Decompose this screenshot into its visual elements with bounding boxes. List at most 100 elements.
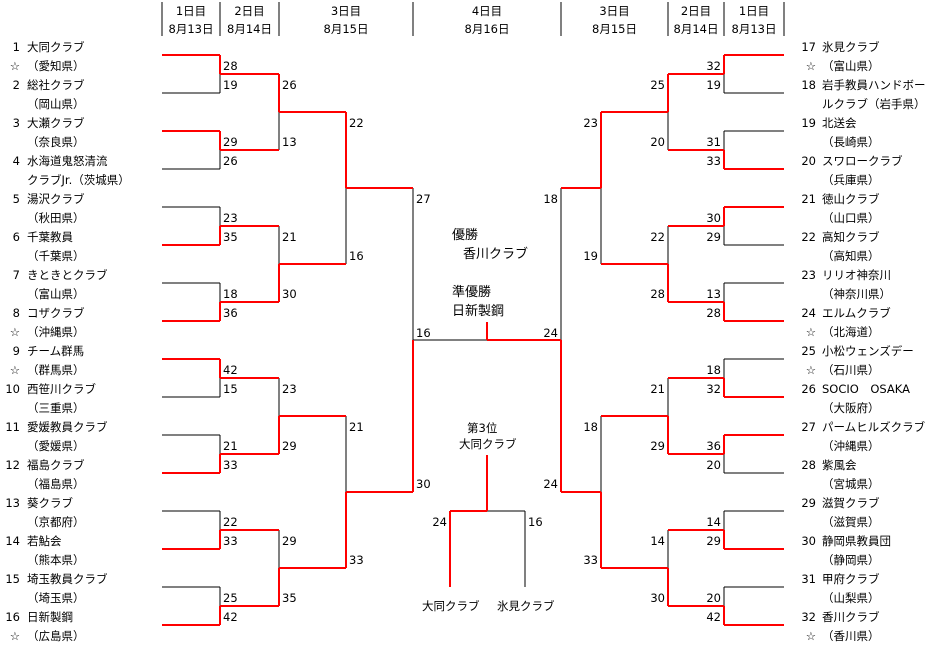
team-number: 27 xyxy=(801,420,816,434)
winner-lines xyxy=(162,54,784,626)
team-number: 12 xyxy=(5,458,20,472)
team-name: 福島クラブ xyxy=(27,458,85,472)
score-label: 29 xyxy=(282,439,297,453)
team-number: 9 xyxy=(12,344,20,358)
score-label: 20 xyxy=(650,135,665,149)
score-label: 33 xyxy=(223,458,238,472)
team-number: 31 xyxy=(801,572,816,586)
team-number: 22 xyxy=(801,230,816,244)
score-label: 16 xyxy=(528,515,543,529)
score-label: 33 xyxy=(349,553,364,567)
score-label: 29 xyxy=(706,534,721,548)
team-name: 小松ウェンズデー xyxy=(822,344,914,358)
team-number: 30 xyxy=(801,534,816,548)
score-label: 20 xyxy=(706,591,721,605)
team-name: スワロークラブ xyxy=(822,154,903,168)
team-prefecture: （熊本県） xyxy=(27,553,85,567)
team-name: パームヒルズクラブ xyxy=(822,420,926,434)
team-number: 21 xyxy=(801,192,816,206)
team-name: 大同クラブ xyxy=(27,40,85,54)
date-label: 8月14日 xyxy=(673,22,719,36)
score-label: 29 xyxy=(223,135,238,149)
day-label: 4日目 xyxy=(471,4,503,18)
day-label: 3日目 xyxy=(330,4,362,18)
score-label: 30 xyxy=(650,591,665,605)
champion-label: 優勝 xyxy=(452,228,479,243)
team-number: 26 xyxy=(801,382,816,396)
date-label: 8月13日 xyxy=(168,22,214,36)
team-number: 13 xyxy=(5,496,20,510)
score-label: 25 xyxy=(650,78,665,92)
score-label: 16 xyxy=(416,326,431,340)
team-number: 2 xyxy=(12,78,20,92)
score-label: 21 xyxy=(282,230,297,244)
day-label: 3日目 xyxy=(599,4,630,18)
team-number: 14 xyxy=(5,534,20,548)
score-label: 26 xyxy=(282,78,297,92)
team-prefecture: （三重県） xyxy=(27,401,85,415)
score-label: 42 xyxy=(223,610,238,624)
score-label: 21 xyxy=(650,382,665,396)
date-label: 8月13日 xyxy=(731,22,777,36)
team-prefecture: （京都府） xyxy=(27,515,85,529)
seed-star-icon: ☆ xyxy=(9,629,20,643)
team-name: 香川クラブ xyxy=(822,610,880,624)
team-name: 滋賀クラブ xyxy=(822,496,880,510)
team-prefecture: （岡山県） xyxy=(27,97,85,111)
day-label: 2日目 xyxy=(234,4,265,18)
team-number: 19 xyxy=(801,116,816,130)
score-label: 32 xyxy=(706,59,721,73)
team-name: 総社クラブ xyxy=(27,78,85,92)
team-name: 大瀬クラブ xyxy=(27,116,85,130)
team-name: 氷見クラブ xyxy=(822,40,880,54)
score-label: 28 xyxy=(650,287,665,301)
score-label: 35 xyxy=(223,230,238,244)
score-label: 30 xyxy=(416,477,431,491)
team-prefecture: ルクラブ（岩手県） xyxy=(822,97,926,111)
seed-star-icon: ☆ xyxy=(9,325,20,339)
score-label: 18 xyxy=(706,363,721,377)
team-number: 29 xyxy=(801,496,816,510)
team-prefecture: （香川県） xyxy=(822,629,880,643)
day-label: 1日目 xyxy=(738,4,770,18)
team-number: 18 xyxy=(801,78,816,92)
third-place-team-b: 氷見クラブ xyxy=(497,599,555,613)
team-number: 17 xyxy=(801,40,816,54)
team-name: コザクラブ xyxy=(27,306,85,320)
third-place-label: 第3位 xyxy=(467,421,498,435)
score-label: 26 xyxy=(223,154,238,168)
seed-star-icon: ☆ xyxy=(9,59,20,73)
team-prefecture: （神奈川県） xyxy=(822,287,891,301)
score-label: 13 xyxy=(282,135,297,149)
score-label: 24 xyxy=(543,477,558,491)
score-label: 29 xyxy=(282,534,297,548)
seed-star-icon: ☆ xyxy=(805,325,816,339)
team-name: 愛媛教員クラブ xyxy=(27,420,108,434)
day-label: 1日目 xyxy=(175,4,207,18)
score-label: 35 xyxy=(282,591,297,605)
score-label: 28 xyxy=(223,59,238,73)
score-label: 20 xyxy=(706,458,721,472)
score-label: 23 xyxy=(223,211,238,225)
team-prefecture: （宮城県） xyxy=(822,477,880,491)
team-number: 5 xyxy=(12,192,20,206)
team-name: 埼玉教員クラブ xyxy=(27,572,108,586)
team-name: 北送会 xyxy=(822,116,857,130)
team-prefecture: （滋賀県） xyxy=(822,515,880,529)
team-name: 岩手教員ハンドボー xyxy=(822,78,926,92)
team-prefecture: （千葉県） xyxy=(27,249,85,263)
team-prefecture: （兵庫県） xyxy=(822,173,880,187)
team-number: 16 xyxy=(5,610,20,624)
team-name: 徳山クラブ xyxy=(822,192,880,206)
score-label: 27 xyxy=(416,192,431,206)
team-prefecture: （石川県） xyxy=(822,363,880,377)
score-label: 36 xyxy=(706,439,721,453)
score-label: 28 xyxy=(706,306,721,320)
score-label: 33 xyxy=(706,154,721,168)
score-label: 21 xyxy=(223,439,238,453)
team-name: きときとクラブ xyxy=(27,268,108,282)
team-name: リリオ神奈川 xyxy=(822,268,891,282)
score-label: 21 xyxy=(349,420,364,434)
